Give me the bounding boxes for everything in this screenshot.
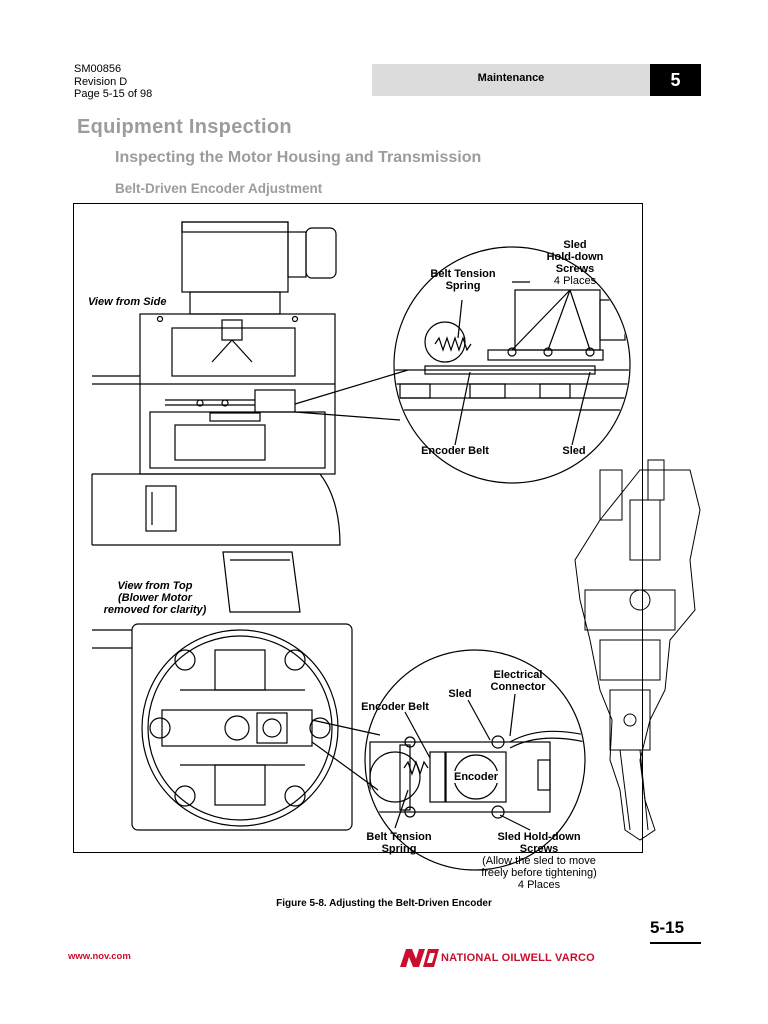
machine-overview-drawing — [574, 459, 701, 841]
upper-detail-circle — [393, 246, 631, 484]
callout-line: Belt Tension — [430, 268, 496, 280]
section-title: Maintenance — [477, 72, 545, 84]
callout-encoder-belt-lower: Encoder Belt — [361, 701, 429, 713]
callout-line: Electrical — [493, 669, 543, 681]
top-view-label-line-1: View from Top — [117, 580, 193, 592]
top-view-drawing — [92, 551, 353, 831]
callout-line: Spring — [445, 280, 481, 292]
callout-note-line: 4 Places — [517, 879, 561, 891]
callout-line: Sled Hold-down — [497, 831, 581, 843]
nov-logo-icon — [400, 949, 439, 967]
callout-belt-tension-spring-upper: Belt Tension Spring — [420, 268, 506, 292]
callout-encoder-belt-upper: Encoder Belt — [421, 445, 489, 457]
section-tab: Maintenance — [372, 64, 650, 96]
callout-line: Connector — [490, 681, 546, 693]
callout-belt-tension-spring-lower: Belt Tension Spring — [356, 831, 442, 855]
callout-line: 4 Places — [553, 275, 597, 287]
top-view-label: View from Top (Blower Motor removed for … — [80, 580, 230, 616]
callout-electrical-connector: Electrical Connector — [478, 669, 558, 693]
callout-sled-upper: Sled — [562, 445, 586, 457]
page-number: 5-15 — [650, 918, 685, 937]
company-name: NATIONAL OILWELL VARCO — [441, 952, 595, 964]
top-view-label-line-2: (Blower Motor — [118, 592, 192, 604]
callout-sled-hold-down-screws-lower: Sled Hold-down Screws (Allow the sled to… — [472, 831, 606, 891]
doc-number: SM00856 — [74, 63, 122, 75]
callout-sled-hold-down-screws-upper: Sled Hold-down Screws 4 Places — [530, 239, 620, 287]
figure-caption: Figure 5-8. Adjusting the Belt-Driven En… — [276, 898, 492, 909]
callout-note-line: (Allow the sled to move — [482, 855, 596, 867]
revision: Revision D — [74, 75, 128, 88]
callout-line: Screws — [555, 263, 595, 275]
website-link[interactable]: www.nov.com — [68, 951, 131, 962]
figure-frame — [73, 203, 643, 853]
footer-rule — [650, 942, 701, 944]
callout-line: Screws — [519, 843, 559, 855]
callout-line: Sled — [563, 239, 587, 251]
document-info: SM00856 Revision D Page 5-15 of 98 — [74, 63, 152, 101]
chapter-number: 5 — [650, 64, 701, 96]
heading-level-1: Equipment Inspection — [77, 116, 292, 138]
top-view-label-line-3: removed for clarity) — [103, 604, 207, 616]
callout-line: Belt Tension — [366, 831, 432, 843]
callout-sled-lower: Sled — [448, 688, 472, 700]
side-view-label: View from Side — [88, 296, 167, 308]
heading-level-2: Inspecting the Motor Housing and Transmi… — [115, 149, 482, 166]
callout-encoder: Encoder — [449, 771, 503, 783]
side-view-drawing — [91, 221, 341, 546]
callout-line: Hold-down — [546, 251, 604, 263]
heading-level-3: Belt-Driven Encoder Adjustment — [115, 181, 323, 196]
callout-line: Spring — [381, 843, 417, 855]
page-reference: Page 5-15 of 98 — [74, 88, 153, 100]
callout-note-line: freely before tightening) — [481, 867, 597, 879]
